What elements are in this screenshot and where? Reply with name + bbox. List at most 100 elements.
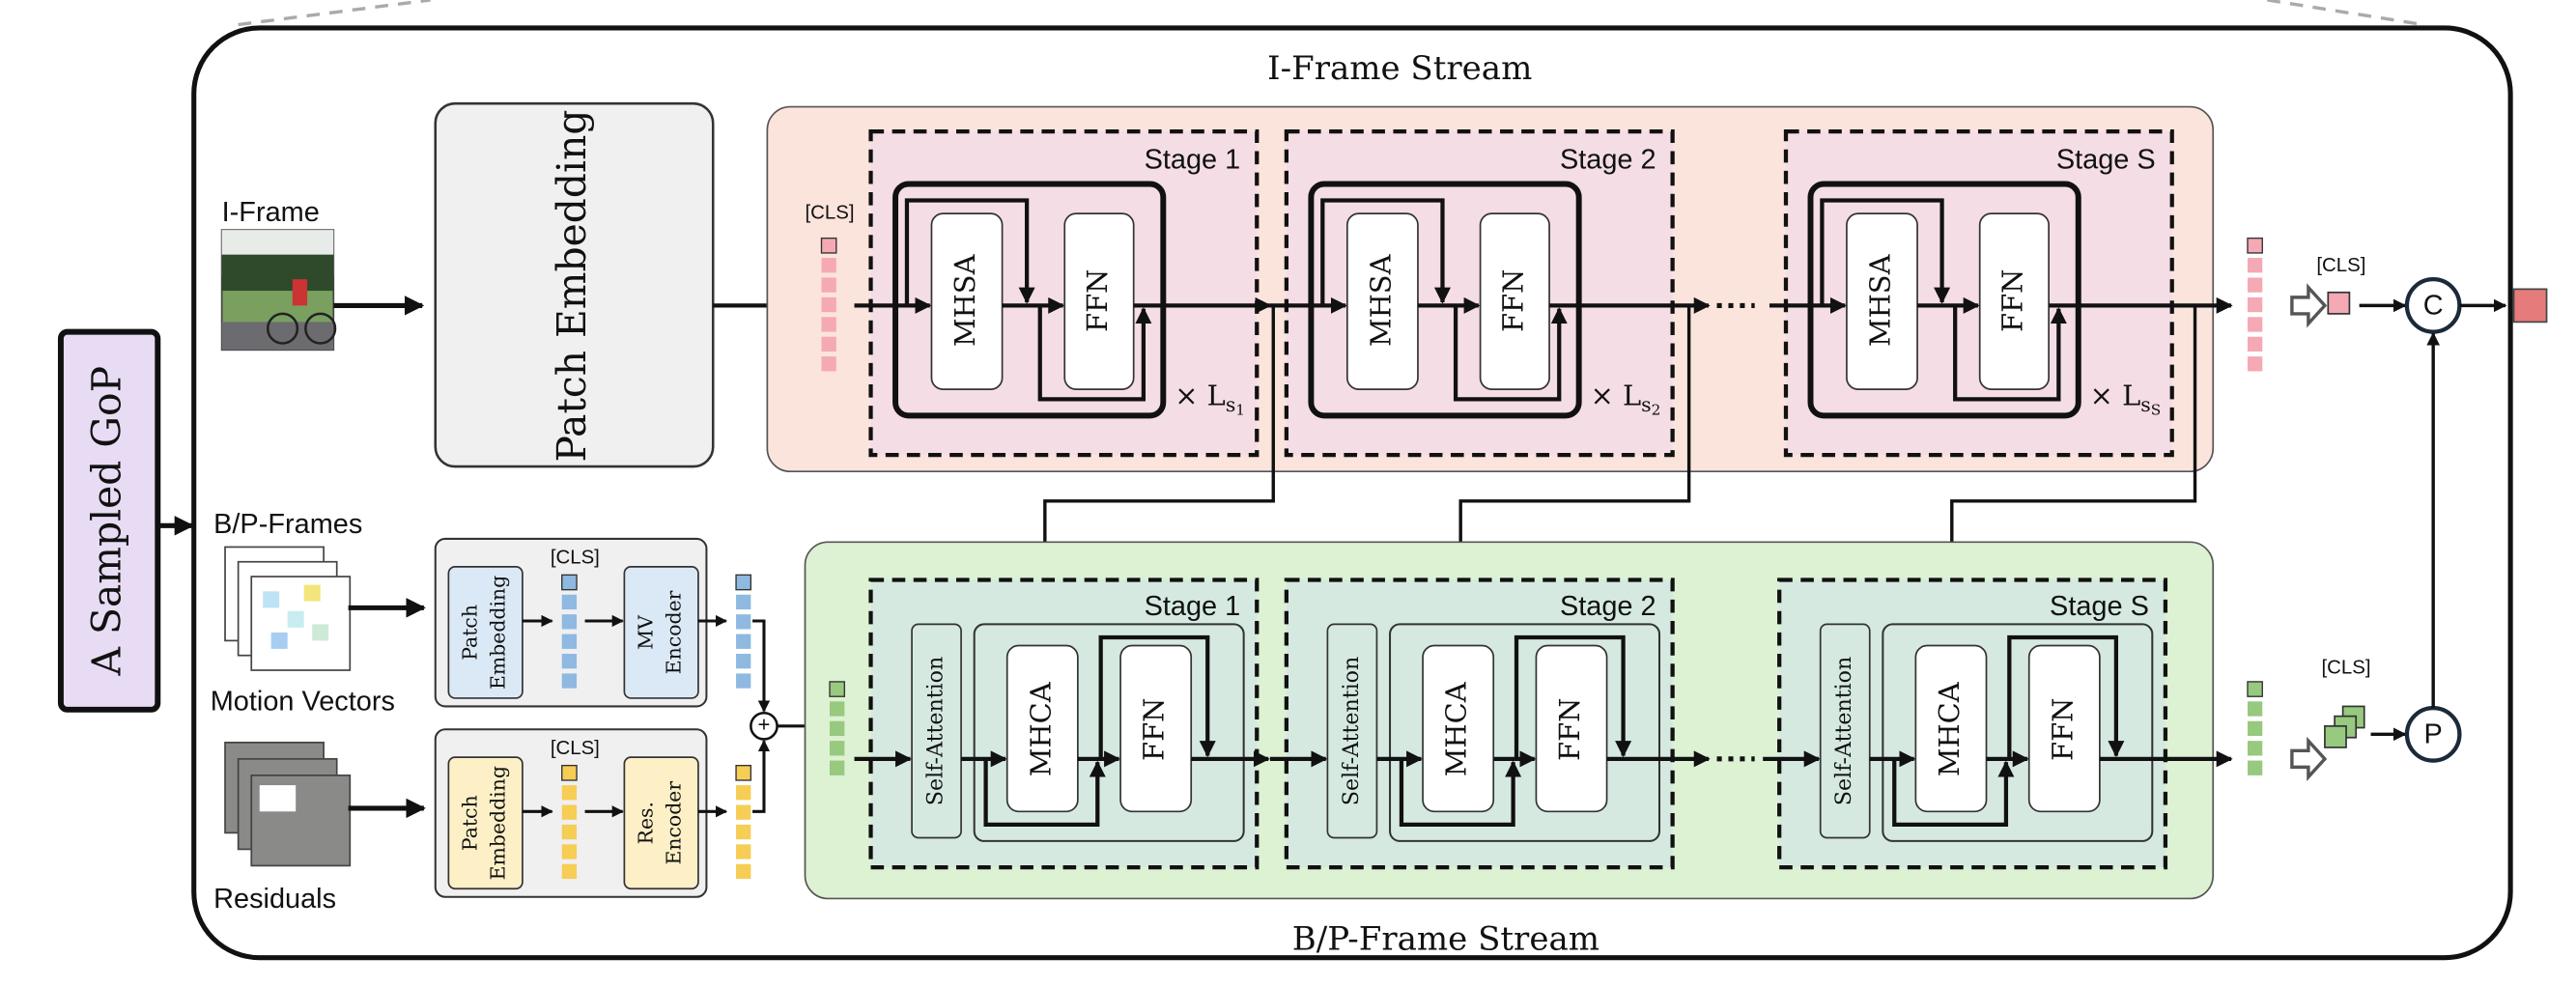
patch-token — [736, 673, 751, 689]
module-tokens — [561, 764, 578, 880]
self-attention-label: Self-Attention — [923, 657, 948, 805]
bp-input-tokens — [829, 681, 845, 775]
patch-token — [2247, 258, 2263, 273]
bp-frames-label: B/P-Frames — [213, 509, 362, 540]
patch-token — [736, 824, 751, 840]
i-frame-output-tokens — [2247, 237, 2263, 372]
cls-token — [2247, 681, 2263, 697]
sampled-gop-label: A Sampled GoP — [83, 366, 129, 677]
patch-token — [2247, 741, 2263, 756]
transformer-block-loop — [1807, 181, 2081, 419]
encoder-label: MV — [635, 614, 658, 650]
i-frame-input-tokens — [820, 237, 837, 372]
mhsa-residual — [904, 198, 1035, 306]
mhca-box — [1005, 644, 1079, 813]
layer-repeat-label: × Ls2 — [1591, 380, 1661, 419]
patch-token — [561, 785, 578, 801]
patch-token — [830, 701, 845, 717]
sum-label: + — [758, 713, 771, 737]
cls-label: [CLS] — [2322, 658, 2371, 679]
patch-token — [736, 844, 751, 859]
patch-token — [736, 785, 751, 801]
patch-token — [2247, 701, 2263, 717]
zoom-guide-left — [238, 0, 431, 27]
patch-token — [2247, 277, 2263, 293]
cls-label: [CLS] — [551, 738, 600, 759]
bp-frame-stream-title: B/P-Frame Stream — [1292, 920, 1599, 959]
patch-token — [736, 863, 751, 880]
iframe-label: I-Frame — [222, 197, 320, 228]
patch-token — [2247, 356, 2263, 372]
cls-token — [829, 681, 845, 697]
transformer-block-loop — [892, 181, 1167, 419]
encoded-tokens — [735, 764, 752, 880]
motion-vector-images — [224, 546, 352, 671]
patch-token — [2247, 336, 2263, 352]
encoder-label: Res. — [635, 802, 658, 844]
patch-token — [736, 634, 751, 649]
stage-label: Stage 2 — [1560, 591, 1656, 622]
stage-label: Stage 1 — [1145, 144, 1241, 175]
ffn-residual — [1098, 634, 1216, 759]
patch-token — [561, 804, 578, 820]
cls-token — [735, 574, 752, 591]
ffn-label: FFN — [1081, 269, 1114, 332]
ffn-box — [1119, 644, 1193, 813]
patch-label: Patch — [459, 605, 482, 661]
mhsa-label: MHSA — [1863, 253, 1896, 347]
i-frame-stream-title: I-Frame Stream — [1267, 49, 1532, 88]
mhca-label: MHCA — [1024, 681, 1057, 776]
ffn-box — [1978, 212, 2050, 390]
patch-label: Embedding — [487, 576, 510, 690]
motion-vectors-label: Motion Vectors — [211, 687, 395, 718]
mhsa-label: MHSA — [1364, 253, 1397, 347]
bp-stage-1: Stage 1 Self-Attention MHCA FFN — [868, 578, 1260, 870]
cls-token — [2247, 237, 2263, 254]
layer-repeat-label: × Ls1 — [1175, 380, 1245, 419]
encoder-label: Encoder — [663, 590, 686, 674]
concat-label: C — [2423, 291, 2444, 322]
ffn-box — [2027, 644, 2101, 813]
i-cls-token — [2327, 291, 2351, 315]
patch-token — [561, 653, 578, 669]
patch-token — [830, 760, 845, 775]
mhsa-residual — [1320, 198, 1451, 306]
ffn-label: FFN — [1996, 269, 2028, 332]
ffn-label: FFN — [1138, 698, 1171, 761]
mhca-box — [1914, 644, 1988, 813]
patch-token — [561, 863, 578, 880]
stage-label: Stage S — [2050, 591, 2149, 622]
patch-embedding-label: Patch Embedding — [549, 109, 595, 462]
patch-token — [2247, 296, 2263, 313]
transformer-block-loop — [1308, 181, 1582, 419]
ffn-label: FFN — [1553, 698, 1586, 761]
patch-token — [830, 741, 845, 756]
final-output-token — [2512, 288, 2548, 324]
patch-token — [821, 336, 836, 352]
patch-token — [561, 844, 578, 859]
encoder-label: Encoder — [663, 781, 686, 865]
patch-token — [561, 673, 578, 689]
ffn-box — [1535, 644, 1608, 813]
ffn-residual — [1514, 634, 1632, 759]
patch-token — [821, 356, 836, 372]
residual-images — [224, 742, 352, 867]
mhsa-box — [1345, 212, 1419, 390]
patch-token — [736, 594, 751, 610]
patch-token — [561, 614, 578, 630]
res-to-sum — [752, 739, 771, 813]
cls-label: [CLS] — [2316, 255, 2365, 276]
ffn-box — [1479, 212, 1550, 390]
patch-token — [736, 653, 751, 669]
patch-token — [736, 804, 751, 820]
residuals-label: Residuals — [213, 884, 336, 915]
sampled-gop-box — [57, 328, 161, 713]
stage-label: Stage 1 — [1145, 591, 1241, 622]
mhsa-label: MHSA — [948, 253, 981, 347]
patch-token — [821, 317, 836, 332]
cross-attention-block — [973, 623, 1245, 842]
